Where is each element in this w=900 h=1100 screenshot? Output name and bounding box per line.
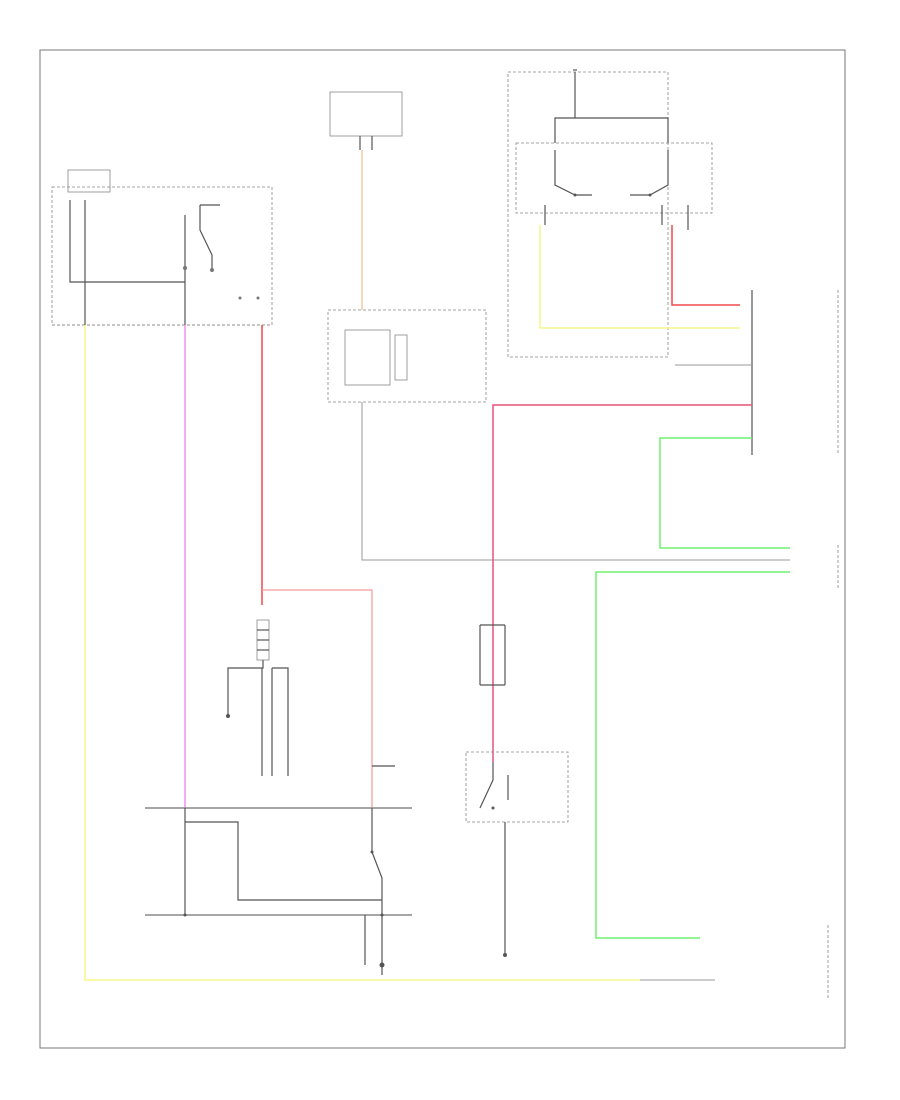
wire-light-red-starter [262, 589, 373, 808]
wire-red-ignition [671, 225, 740, 306]
wire-yellow-start [84, 325, 640, 981]
underhood-fuse-block [329, 91, 403, 150]
instrument-cluster [327, 309, 487, 403]
bcm-fuse-block [51, 169, 273, 326]
wire-green-network [659, 437, 790, 549]
wire-yellow-ignition [539, 225, 740, 329]
wire-cluster-signal [361, 402, 790, 561]
starter-relay [465, 751, 569, 957]
starter-relay-fuse [479, 624, 506, 686]
battery [226, 619, 289, 776]
diagram-frame [39, 49, 846, 1049]
starter-motor [183, 808, 385, 975]
ignition-switch [507, 69, 713, 358]
wire-green-ecm [595, 571, 790, 939]
wire-crank-request [492, 404, 752, 762]
